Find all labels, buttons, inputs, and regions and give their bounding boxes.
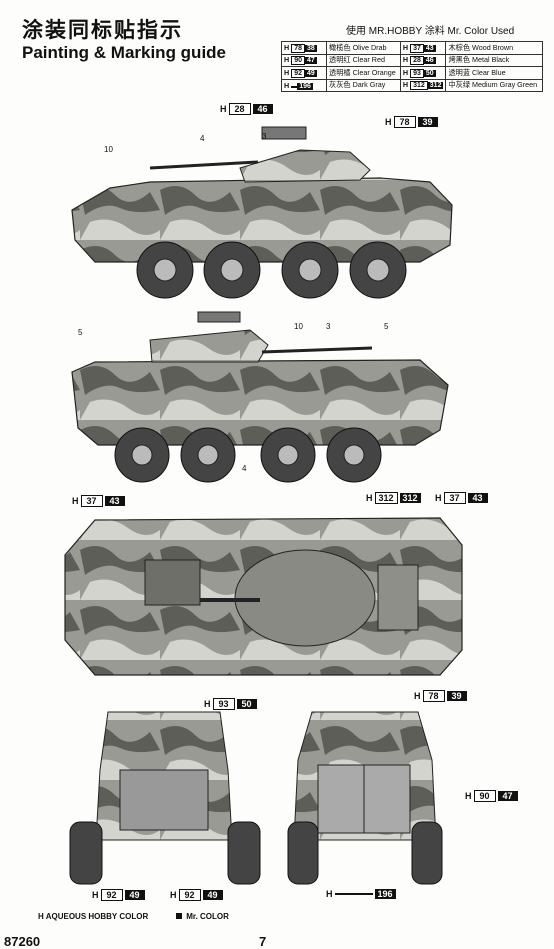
part-number-label: 10 xyxy=(294,322,303,331)
side-view-right xyxy=(71,126,453,299)
paint-cell: 中灰绿 Medium Gray Green xyxy=(445,78,543,92)
rear-view xyxy=(287,711,443,885)
legend-mrcolor: Mr. COLOR xyxy=(176,912,229,921)
paint-brand-label: 使用 MR.HOBBY 涂料 Mr. Color Used xyxy=(346,26,515,37)
part-number-label: 10 xyxy=(104,145,113,154)
legend-aqueous: H AQUEOUS HOBBY COLOR xyxy=(38,912,149,921)
paint-cell: 灰灰色 Dark Gray xyxy=(326,78,401,92)
top-view xyxy=(64,517,463,676)
black-square-icon xyxy=(176,913,183,919)
part-number-label: 5 xyxy=(384,322,389,331)
paint-cell: 橄榄色 Olive Drab xyxy=(326,41,401,55)
front-view xyxy=(69,711,261,885)
part-number-label: 4 xyxy=(242,464,247,473)
page-title-chinese: 涂装同标贴指示 xyxy=(22,19,183,42)
part-number-label: 3 xyxy=(326,322,331,331)
color-legend: H AQUEOUS HOBBY COLOR Mr. COLOR xyxy=(38,912,229,921)
page-title-english: Painting & Marking guide xyxy=(22,43,227,62)
part-number-label: 4 xyxy=(200,134,205,143)
side-view-left xyxy=(71,311,449,483)
part-number-label: 5 xyxy=(78,328,83,337)
part-number-label: 3 xyxy=(262,132,267,141)
